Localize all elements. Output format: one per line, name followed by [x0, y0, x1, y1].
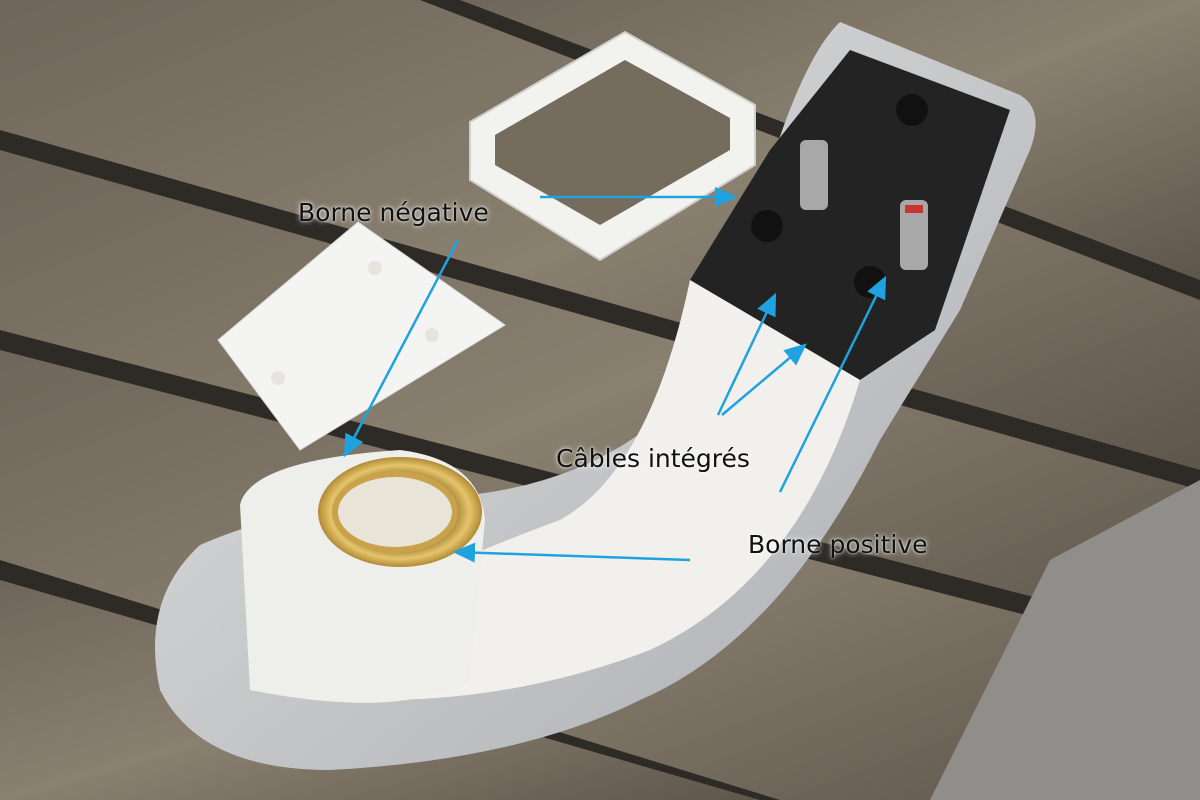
label-negative-terminal: Borne négative	[298, 198, 489, 227]
lamp-socket	[240, 450, 485, 703]
arrow-negative	[343, 239, 460, 458]
label-integrated-cables: Câbles intégrés	[556, 444, 750, 473]
arrow-socket	[452, 542, 691, 563]
annotation-arrows	[343, 187, 887, 563]
arrow-positive	[778, 275, 887, 493]
arrow-cable-2	[721, 343, 807, 416]
terminal-block	[751, 94, 928, 298]
label-positive-terminal: Borne positive	[748, 530, 928, 559]
cover-plate	[217, 221, 506, 451]
frame-gasket	[469, 30, 756, 262]
arrow-cable-1	[716, 292, 777, 416]
